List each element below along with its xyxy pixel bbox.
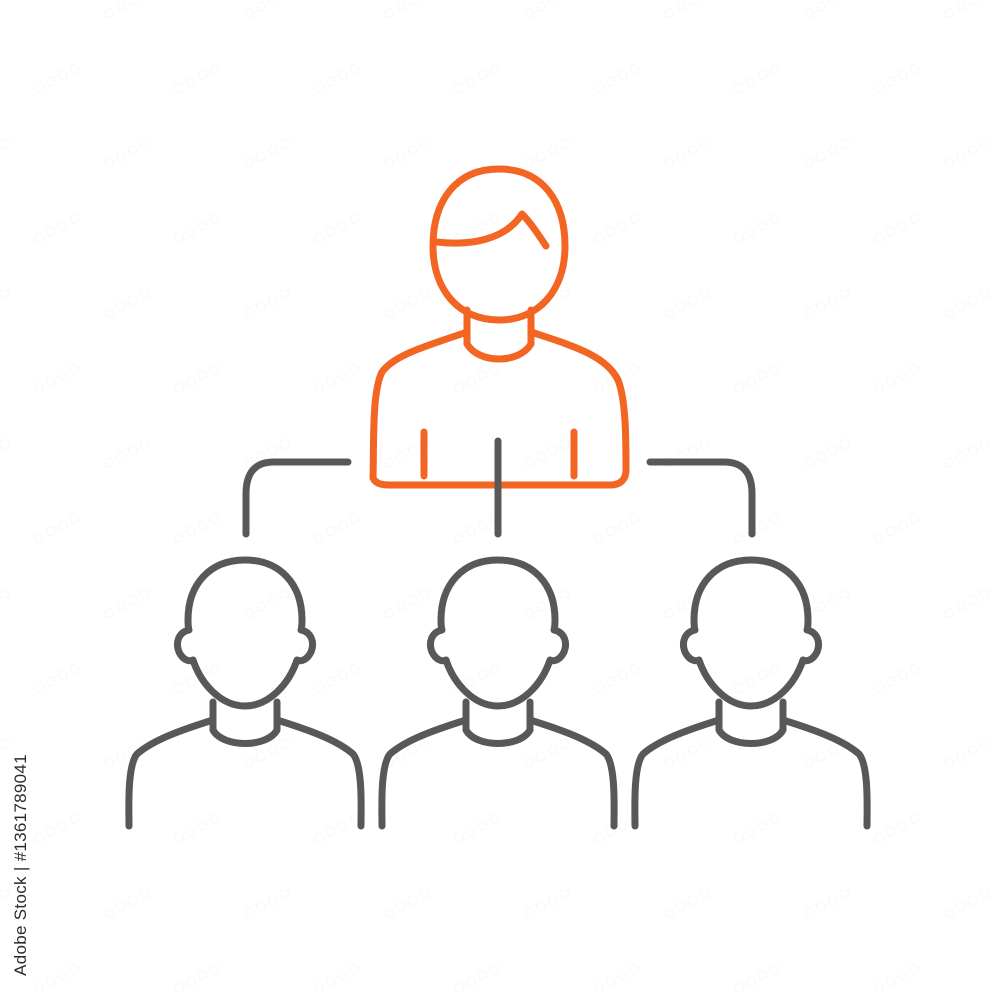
leader-person-icon — [369, 165, 630, 489]
team-member-icon — [129, 560, 361, 826]
leader-head — [429, 165, 569, 324]
connector-right — [646, 458, 756, 538]
stock-id-text: Adobe Stock | #1361789041 — [11, 754, 31, 976]
connector-left — [242, 458, 352, 538]
leader-hair — [433, 210, 550, 250]
hierarchy-connector-icon — [242, 437, 756, 538]
team-member-icon — [382, 560, 614, 826]
team-member-center — [382, 560, 614, 826]
stock-id-label: Adobe Stock | #1361789041 — [6, 754, 36, 976]
team-member-left — [129, 560, 361, 826]
leader-neck — [463, 306, 535, 363]
team-member-right — [635, 560, 867, 826]
team-member-icon — [635, 560, 867, 826]
